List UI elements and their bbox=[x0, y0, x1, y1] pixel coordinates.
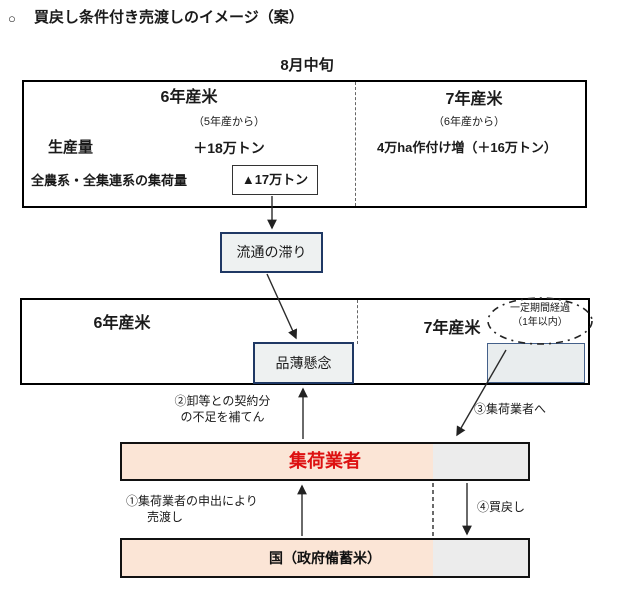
top-right-year-label: 7年産米 bbox=[445, 91, 503, 108]
shortage-concern-box: 品薄懸念 bbox=[253, 342, 354, 384]
date-label: 8月中旬 bbox=[280, 57, 334, 74]
step3-label: ③集荷業者へ bbox=[474, 402, 547, 416]
elapsed-period-label-line1: 一定期間経過 bbox=[510, 303, 570, 314]
top-left-sub-label: （5年産から） bbox=[192, 116, 266, 128]
step2-label-line1: ②卸等との契約分 bbox=[174, 394, 271, 408]
top-box: 6年産米 7年産米 （5年産から） （6年産から） 生産量 ＋18万トン 4万h… bbox=[22, 80, 587, 208]
top-left-year-label: 6年産米 bbox=[160, 89, 218, 106]
second-box-divider bbox=[357, 300, 358, 344]
collection-volume-label: 全農系・全集連系の集荷量 bbox=[31, 173, 188, 188]
step2-label-line2: の不足を補てん bbox=[180, 410, 265, 424]
distribution-delay-box: 流通の滞り bbox=[220, 232, 323, 273]
production-label: 生産量 bbox=[48, 139, 94, 156]
planting-increase-value: 4万ha作付け増（＋16万トン） bbox=[377, 140, 557, 155]
page-title: 買戻し条件付き売渡しのイメージ（案） bbox=[34, 9, 304, 26]
step4-label: ④買戻し bbox=[477, 500, 526, 514]
elapsed-period-label-line2: （1年以内） bbox=[512, 317, 568, 328]
collector-box: 集荷業者 bbox=[120, 442, 530, 481]
top-box-divider bbox=[355, 82, 356, 206]
second-left-year-label: 6年産米 bbox=[93, 315, 151, 332]
top-right-sub-label: （6年産から） bbox=[432, 116, 506, 128]
stock-segment-box bbox=[487, 343, 585, 383]
government-box: 国（政府備蓄米） bbox=[120, 538, 530, 578]
production-value: ＋18万トン bbox=[193, 140, 265, 156]
step1-label-line2: 売渡し bbox=[147, 510, 184, 524]
step1-label-line1: ①集荷業者の申出により bbox=[126, 494, 258, 508]
title-bullet-icon: ○ bbox=[8, 11, 16, 26]
collection-shortfall-box: ▲17万トン bbox=[232, 165, 318, 195]
second-right-year-label: 7年産米 bbox=[423, 320, 481, 337]
